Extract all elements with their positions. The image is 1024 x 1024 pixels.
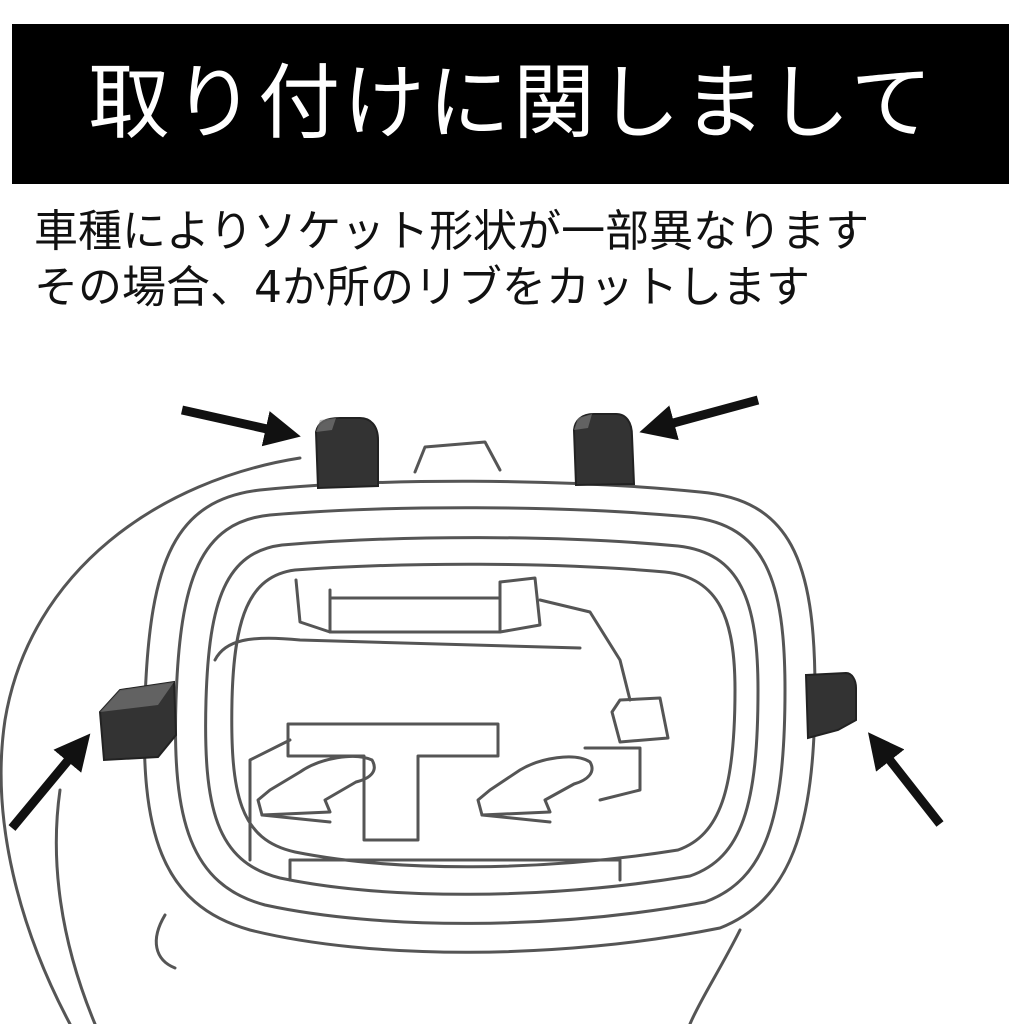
arrow-right (867, 732, 944, 827)
left-blade (256, 754, 376, 817)
right-blade (476, 755, 594, 817)
arrow-top-right (639, 395, 760, 441)
rib-right (804, 671, 857, 740)
instruction-line-1: 車種によりソケット形状が一部異なります (34, 206, 870, 257)
title-banner: 取り付けに関しまして (12, 24, 1009, 184)
arrow-left (8, 733, 91, 831)
top-tab (413, 440, 502, 474)
socket-outer-body (0, 456, 302, 1024)
instruction-line-2: その場合、4か所のリブをカットします (34, 262, 810, 313)
page-title: 取り付けに関しまして (88, 56, 936, 151)
socket-rim-outer (142, 479, 817, 954)
instruction-text: 車種によりソケット形状が一部異なります その場合、4か所のリブをカットします (34, 204, 994, 316)
arrow-top-left (181, 405, 301, 447)
socket-diagram (0, 395, 944, 1024)
t-terminal (286, 722, 500, 842)
